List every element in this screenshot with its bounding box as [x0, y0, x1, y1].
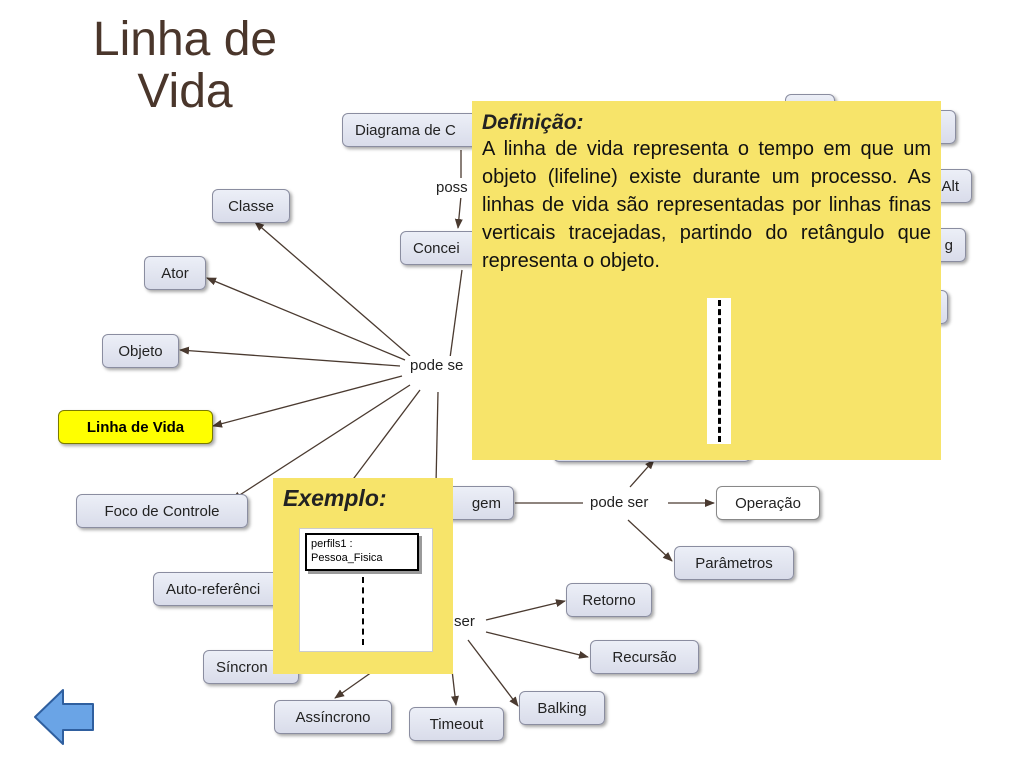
example-title: Exemplo: [283, 485, 387, 511]
link-phrase-pode-ser-2: pode ser [586, 493, 653, 513]
link-phrase-pode-ser-3: ser [450, 612, 479, 632]
slide-title-line1: Linha de [92, 13, 278, 66]
link-phrase-pode-ser-1: pode se [406, 356, 468, 376]
example-object-box: perfils1 : Pessoa_Fisica [305, 533, 419, 571]
node-assincrono[interactable]: Assíncrono [274, 700, 392, 734]
definition-title: Definição: [482, 111, 584, 134]
example-lifeline [362, 577, 364, 645]
definition-panel: Definição: A linha de vida representa o … [472, 101, 941, 460]
node-classe[interactable]: Classe [212, 189, 290, 223]
definition-text: A linha de vida representa o tempo em qu… [482, 138, 931, 272]
example-diagram: perfils1 : Pessoa_Fisica [299, 528, 433, 652]
node-timeout[interactable]: Timeout [409, 707, 504, 741]
example-object-line1: perfils1 : [311, 538, 353, 550]
node-diagrama[interactable]: Diagrama de C [342, 113, 492, 147]
link-phrase-possui: poss [432, 178, 472, 198]
node-retorno[interactable]: Retorno [566, 583, 652, 617]
slide-title-line2: Vida [137, 65, 233, 118]
example-object-line2: Pessoa_Fisica [311, 552, 383, 564]
node-auto-referencia[interactable]: Auto-referênci [153, 572, 293, 606]
node-g-label: g [944, 236, 953, 254]
node-alt-label: Alt [941, 177, 959, 195]
node-parametros[interactable]: Parâmetros [674, 546, 794, 580]
node-objeto[interactable]: Objeto [102, 334, 179, 368]
node-operacao[interactable]: Operação [716, 486, 820, 520]
node-balking[interactable]: Balking [519, 691, 605, 725]
node-recursao[interactable]: Recursão [590, 640, 699, 674]
node-ator[interactable]: Ator [144, 256, 206, 290]
example-panel: Exemplo: perfils1 : Pessoa_Fisica [273, 478, 453, 674]
node-linha-de-vida[interactable]: Linha de Vida [58, 410, 213, 444]
node-foco-de-controle[interactable]: Foco de Controle [76, 494, 248, 528]
back-arrow-icon[interactable] [33, 688, 95, 746]
lifeline-sample [707, 298, 731, 444]
slide-title: Linha de Vida [40, 14, 330, 118]
lifeline-dashed-line [718, 300, 721, 442]
